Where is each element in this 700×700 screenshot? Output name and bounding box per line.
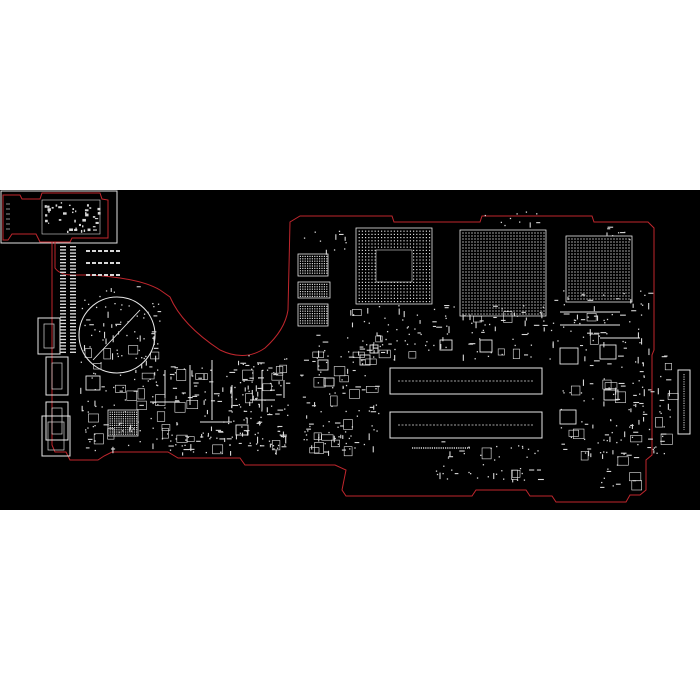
board-canvas[interactable]: [0, 190, 700, 510]
small-bga-package-3[interactable]: [297, 303, 329, 327]
navigator-board-outline: [2, 192, 109, 243]
port-connector-2: [45, 356, 69, 396]
edge-pin-header: [60, 246, 120, 353]
navigator-viewport: [41, 199, 101, 235]
navigator-frame: [0, 190, 118, 244]
memory-slot-2[interactable]: [389, 411, 543, 439]
cpu-bga-package[interactable]: [355, 227, 433, 305]
io-bga-package[interactable]: [107, 409, 139, 437]
navigator-detail: [6, 202, 101, 233]
fan-cutout: [78, 296, 156, 374]
pch-bga-package[interactable]: [565, 235, 633, 303]
gpu-bga-package[interactable]: [459, 229, 547, 317]
port-connector-1: [37, 317, 61, 355]
small-bga-package-2[interactable]: [297, 281, 331, 299]
board-outline: [51, 215, 655, 503]
navigator-inset[interactable]: [0, 190, 118, 244]
port-connector-4: [41, 415, 71, 457]
memory-slot-1[interactable]: [389, 367, 543, 395]
right-edge-connector: [677, 369, 691, 435]
passive-components: [80, 211, 679, 491]
small-bga-package-1[interactable]: [297, 253, 329, 277]
port-connector-3: [45, 401, 69, 441]
